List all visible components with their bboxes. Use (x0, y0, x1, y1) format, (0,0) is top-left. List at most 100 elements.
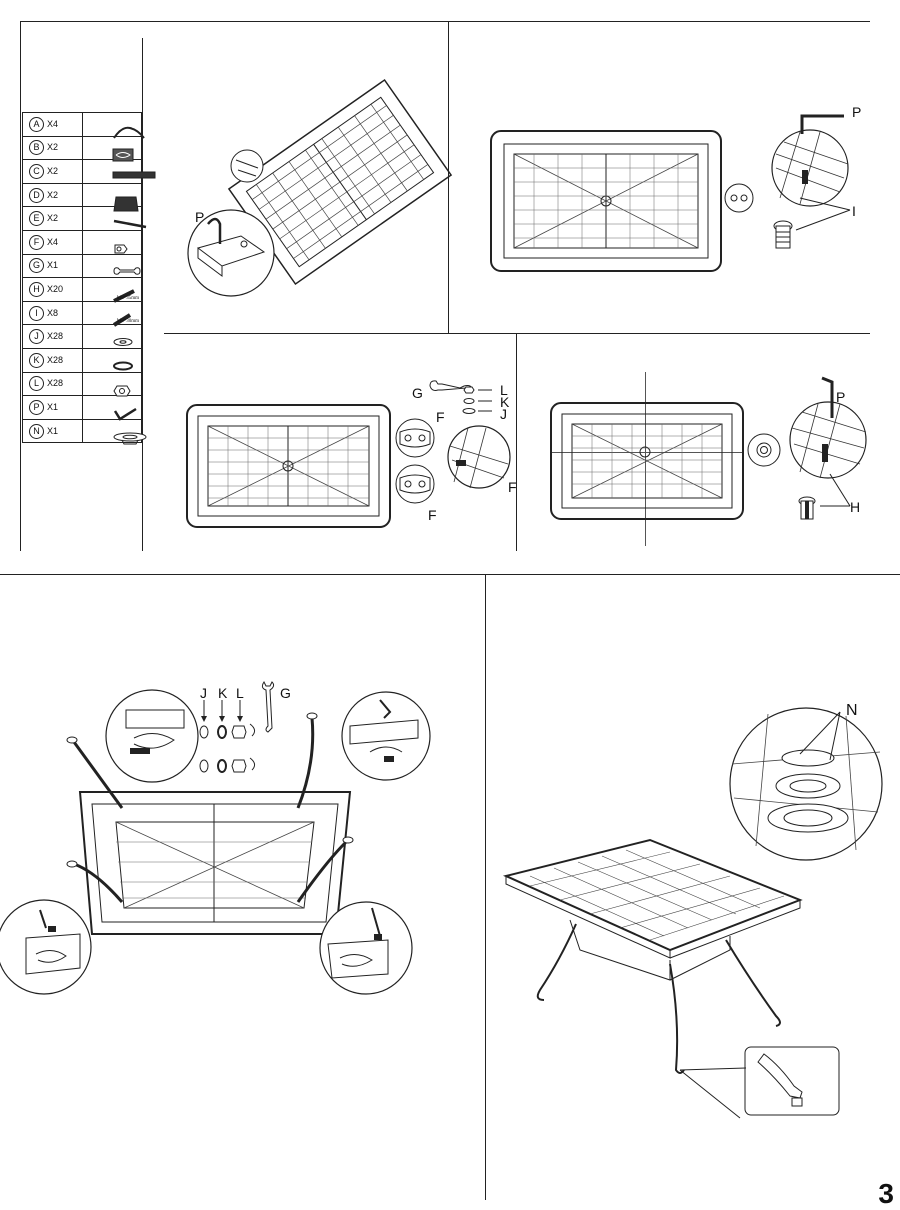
part-qty: X1 (47, 260, 59, 271)
step3-detail-circle (447, 425, 511, 489)
step2-detail-circle (771, 129, 849, 207)
step1-detail-circle (187, 209, 275, 297)
step2-leader-lines (795, 197, 851, 231)
part-icon-cell (81, 418, 147, 445)
step4-detail-circle (789, 401, 867, 479)
step3-label-f3: F (508, 479, 517, 495)
step3-label-f2: F (428, 507, 437, 523)
step4-center-axis-horizontal (552, 452, 744, 453)
part-letter: C (29, 163, 44, 179)
step5-arrows (201, 700, 243, 722)
step5-detail-bottom-right (319, 901, 413, 995)
part-qty: X4 (47, 236, 59, 247)
step4-center-axis-vertical (645, 372, 646, 546)
part-qty: X2 (47, 213, 59, 224)
section-divider (0, 574, 900, 575)
part-letter: N (29, 423, 44, 439)
step2-tabletop-diagram (490, 130, 722, 272)
step3-label-j: J (500, 406, 507, 422)
step6-label-n: N (846, 702, 858, 719)
step4-label-h: H (850, 499, 861, 515)
step3-hardware-stack (462, 386, 492, 414)
step5-hardware-row (199, 723, 256, 773)
step1-label-p: P (195, 209, 205, 225)
part-icon-cell (81, 112, 145, 139)
step2-label-i: I (852, 203, 856, 219)
step5-label-k: K (218, 685, 228, 701)
step4-tabletop-diagram (550, 402, 744, 520)
part-spec: M8*35mm (116, 295, 139, 301)
step6-foot-detail-box (744, 1046, 840, 1116)
page-number: 3 (878, 1178, 894, 1209)
part-letter: L (29, 376, 44, 392)
part-qty: X28 (47, 378, 64, 389)
part-letter: F (29, 234, 44, 250)
step3-bracket-detail-bottom (395, 464, 435, 504)
step6-foot-leaders (679, 1067, 747, 1119)
step3-label-f1: F (436, 409, 445, 425)
part-qty: X28 (47, 331, 64, 342)
part-qty: X1 (47, 425, 59, 436)
wrench-g-icon-step5 (261, 681, 275, 733)
step6-n-leaders (799, 711, 841, 761)
part-icon-cell (81, 253, 143, 279)
step1-detail-circle-small (230, 149, 264, 183)
part-qty: X2 (47, 142, 59, 153)
step3-label-l: L (500, 382, 508, 398)
step3-label-k: K (500, 394, 510, 410)
part-icon-cell (81, 229, 143, 255)
part-letter: G (29, 258, 44, 274)
part-letter: P (29, 399, 44, 415)
part-letter: D (29, 187, 44, 203)
step3-tabletop-diagram (186, 404, 391, 528)
part-icon-cell (81, 135, 143, 162)
step5-label-j: J (200, 685, 207, 701)
part-letter: E (29, 211, 44, 227)
part-icon-cell (81, 159, 156, 184)
step5-label-g: G (280, 685, 291, 701)
step2-detail-small (724, 183, 754, 213)
part-icon-cell (81, 324, 143, 349)
bottom-divider-vertical (485, 574, 486, 1200)
part-letter: H (29, 281, 44, 297)
step5-detail-top-right (341, 691, 431, 781)
step5-label-l: L (236, 685, 244, 701)
part-icon-cell: M8*30mm (81, 300, 143, 327)
allen-key-p-icon-step4 (821, 376, 834, 418)
part-letter: J (29, 329, 44, 345)
step5-detail-top-left (105, 689, 199, 783)
parts-divider (142, 38, 143, 551)
part-qty: X2 (47, 165, 59, 176)
part-letter: K (29, 352, 44, 368)
part-qty: X4 (47, 118, 59, 129)
part-spec: M8*30mm (116, 319, 139, 325)
step3-label-g: G (412, 385, 423, 401)
part-letter: I (29, 305, 44, 321)
step2-label-p: P (852, 104, 862, 120)
part-icon-cell (81, 347, 143, 373)
part-icon-cell (81, 206, 147, 231)
top-border (20, 21, 870, 22)
step4-leader-lines (820, 473, 851, 507)
left-border (20, 21, 21, 551)
